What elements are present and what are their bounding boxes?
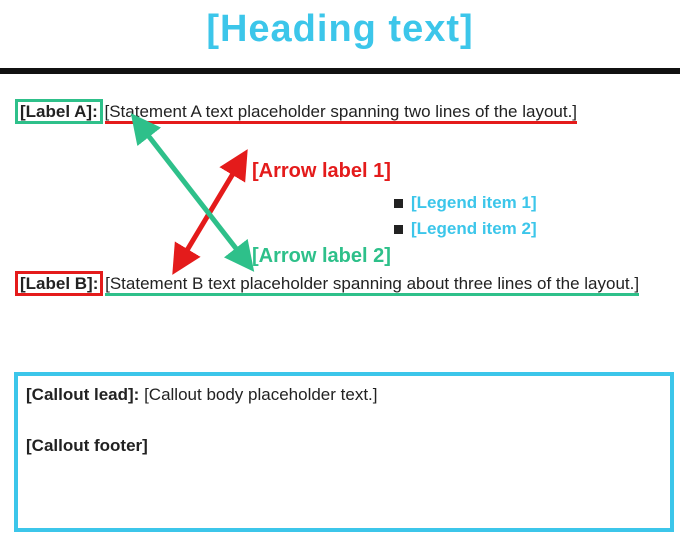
divider xyxy=(0,68,680,74)
arrow-label-2: [Arrow label 2] xyxy=(252,245,391,267)
page-title: [Heading text] xyxy=(206,8,474,50)
callout-footer: [Callout footer] xyxy=(26,436,148,455)
statement-b-text: [Statement B text placeholder spanning a… xyxy=(105,274,640,296)
statement-b-label: [Label B]: xyxy=(14,271,104,296)
arrow-label-1: [Arrow label 1] xyxy=(252,160,391,182)
callout-box: [Callout lead]: [Callout body placeholde… xyxy=(14,372,674,532)
statement-a-label: [Label A]: xyxy=(15,99,103,124)
legend-item: [Legend item 2] xyxy=(394,216,537,242)
statement-b: [Label B]: [Statement B text placeholder… xyxy=(14,270,668,297)
legend-item: [Legend item 1] xyxy=(394,190,537,216)
callout-lead: [Callout lead]: xyxy=(26,385,140,404)
callout-body: [Callout body placeholder text.] xyxy=(144,385,378,404)
green-arrow xyxy=(130,113,255,272)
legend: [Legend item 1] [Legend item 2] xyxy=(394,190,537,242)
